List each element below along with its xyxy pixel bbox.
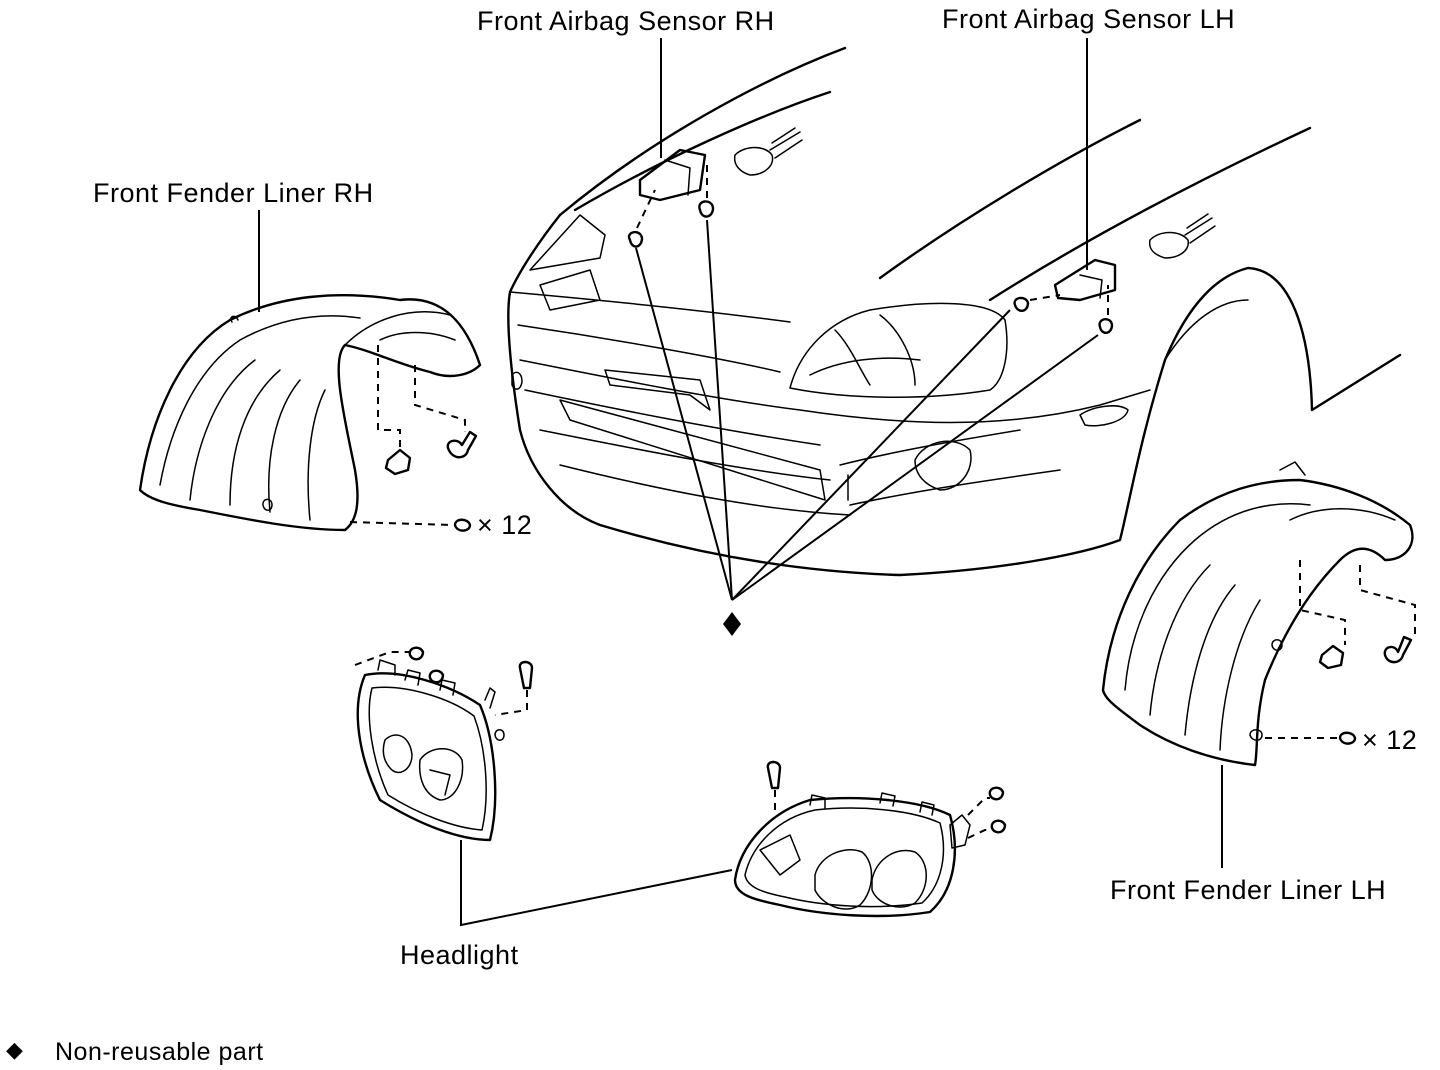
label-front-fender-liner-rh: Front Fender Liner RH bbox=[93, 178, 374, 208]
quantity-lh: × 12 bbox=[1362, 725, 1418, 755]
airbag-sensor-rh-drawing bbox=[627, 127, 803, 248]
label-front-fender-liner-lh: Front Fender Liner LH bbox=[1110, 875, 1387, 905]
label-headlight: Headlight bbox=[400, 940, 519, 970]
headlight-rh-drawing bbox=[354, 646, 534, 842]
legend-text: Non-reusable part bbox=[55, 1038, 264, 1066]
quantity-rh: × 12 bbox=[477, 510, 533, 540]
legend-symbol: ◆ bbox=[6, 1037, 24, 1062]
label-front-airbag-sensor-rh: Front Airbag Sensor RH bbox=[477, 6, 775, 36]
headlight-lh-drawing bbox=[733, 760, 1007, 918]
car-front-body bbox=[507, 46, 1402, 577]
leader-lines bbox=[258, 38, 1223, 927]
fender-liner-lh-drawing bbox=[1101, 461, 1416, 767]
non-reusable-marker bbox=[723, 612, 741, 636]
airbag-sensor-lh-drawing bbox=[1013, 213, 1216, 334]
fender-liner-rh-drawing bbox=[138, 294, 482, 532]
label-front-airbag-sensor-lh: Front Airbag Sensor LH bbox=[942, 4, 1236, 34]
